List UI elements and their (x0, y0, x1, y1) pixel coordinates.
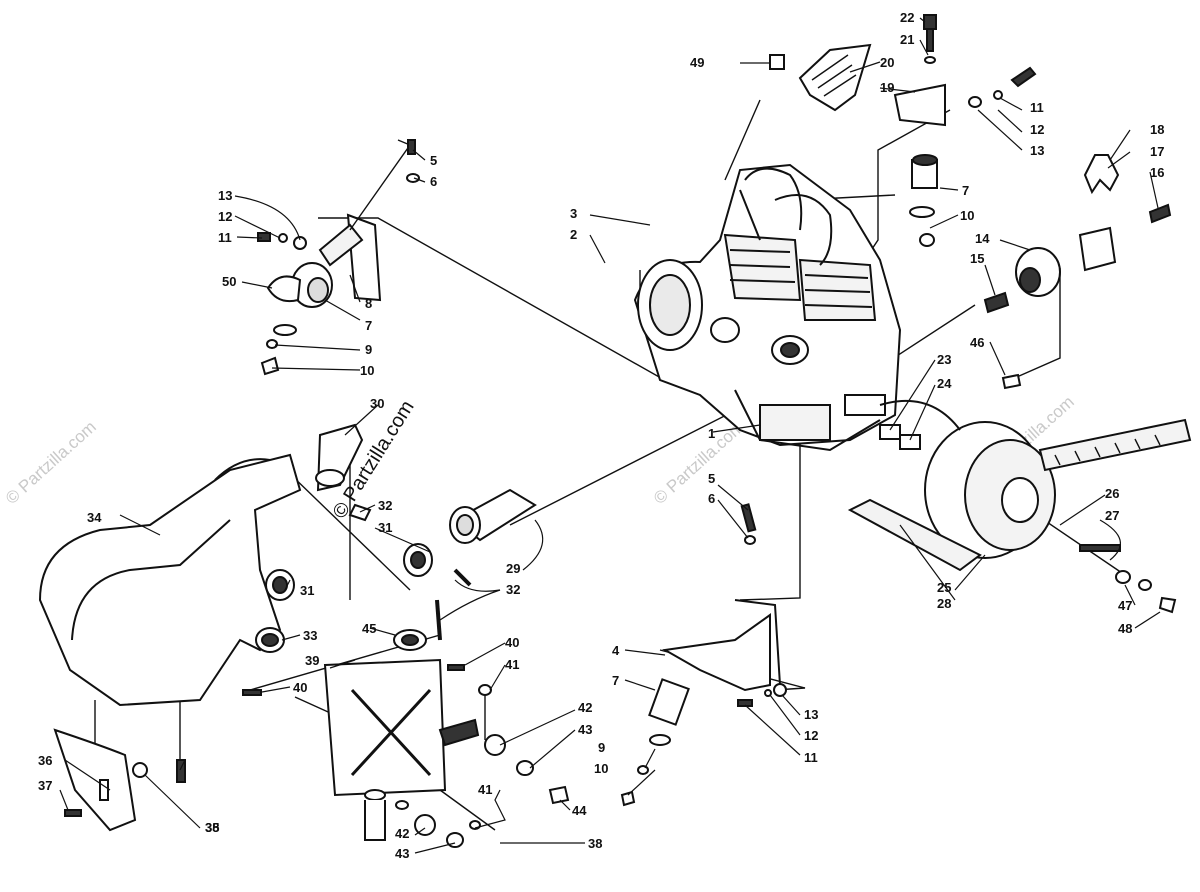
right-mount-assembly (983, 154, 1172, 390)
callout-29[interactable]: 29 (506, 561, 520, 576)
callout-labels: 1 2 3 4 5 5 6 6 7 7 7 8 9 9 10 10 10 11 … (38, 10, 1164, 861)
callout-19[interactable]: 19 (880, 80, 894, 95)
callout-16[interactable]: 16 (1150, 165, 1164, 180)
callout-7[interactable]: 7 (365, 318, 372, 333)
callout-31[interactable]: 31 (378, 520, 392, 535)
callout-23[interactable]: 23 (937, 352, 951, 367)
callout-18[interactable]: 18 (1150, 122, 1164, 137)
callout-46[interactable]: 46 (970, 335, 984, 350)
callout-38[interactable]: 38 (588, 836, 602, 851)
engine-block (633, 163, 902, 452)
callout-42[interactable]: 42 (578, 700, 592, 715)
callout-3[interactable]: 3 (570, 206, 577, 221)
callout-47[interactable]: 47 (1118, 598, 1132, 613)
callout-10[interactable]: 10 (360, 363, 374, 378)
callout-43[interactable]: 43 (578, 722, 592, 737)
callout-10[interactable]: 10 (960, 208, 974, 223)
callout-14[interactable]: 14 (975, 231, 990, 246)
callout-5[interactable]: 5 (430, 153, 437, 168)
callout-44[interactable]: 44 (572, 803, 587, 818)
exhaust-parts (265, 423, 537, 641)
expansion-chamber (38, 453, 302, 707)
callout-40[interactable]: 40 (505, 635, 519, 650)
callout-11[interactable]: 11 (1030, 100, 1044, 115)
callout-41[interactable]: 41 (478, 782, 492, 797)
callout-7[interactable]: 7 (962, 183, 969, 198)
callout-13[interactable]: 13 (1030, 143, 1044, 158)
callout-20[interactable]: 20 (880, 55, 894, 70)
callout-1[interactable]: 1 (708, 426, 715, 441)
callout-12[interactable]: 12 (1030, 122, 1044, 137)
callout-39[interactable]: 39 (305, 653, 319, 668)
callout-15[interactable]: 15 (970, 251, 984, 266)
callout-33[interactable]: 33 (303, 628, 317, 643)
callout-37[interactable]: 37 (38, 778, 52, 793)
callout-25[interactable]: 25 (937, 580, 951, 595)
callout-41[interactable]: 41 (505, 657, 519, 672)
left-mount-assembly (257, 139, 420, 376)
callout-10[interactable]: 10 (594, 761, 608, 776)
callout-13[interactable]: 13 (804, 707, 818, 722)
callout-11[interactable]: 11 (804, 750, 818, 765)
callout-2[interactable]: 2 (570, 227, 577, 242)
callout-4[interactable]: 4 (612, 643, 620, 658)
callout-48[interactable]: 48 (1118, 621, 1132, 636)
callout-22[interactable]: 22 (900, 10, 914, 25)
callout-12[interactable]: 12 (804, 728, 818, 743)
callout-8[interactable]: 8 (365, 296, 372, 311)
callout-49[interactable]: 49 (690, 55, 704, 70)
callout-42[interactable]: 42 (395, 826, 409, 841)
callout-5[interactable]: 5 (708, 471, 715, 486)
callout-17[interactable]: 17 (1150, 144, 1164, 159)
callout-35[interactable]: 35 (205, 820, 219, 835)
callout-28[interactable]: 28 (937, 596, 951, 611)
callout-11[interactable]: 11 (218, 230, 232, 245)
callout-9[interactable]: 9 (598, 740, 605, 755)
callout-36[interactable]: 36 (38, 753, 52, 768)
watermark-group: © Partzilla.com © Partzilla.com © Partzi… (2, 392, 1078, 522)
heat-shield (53, 728, 148, 832)
callout-30[interactable]: 30 (370, 396, 384, 411)
callout-12[interactable]: 12 (218, 209, 232, 224)
callout-13[interactable]: 13 (218, 188, 232, 203)
callout-9[interactable]: 9 (365, 342, 372, 357)
callout-43[interactable]: 43 (395, 846, 409, 861)
silencer (176, 629, 570, 848)
parts (38, 14, 1192, 848)
watermark-text: © Partzilla.com (650, 417, 748, 508)
callout-38[interactable]: 38 (205, 820, 219, 835)
callout-24[interactable]: 24 (937, 376, 952, 391)
callout-26[interactable]: 26 (1105, 486, 1119, 501)
callout-32[interactable]: 32 (506, 582, 520, 597)
top-mount-assembly (769, 14, 1037, 247)
callout-31[interactable]: 31 (300, 583, 314, 598)
callout-21[interactable]: 21 (900, 32, 914, 47)
callout-50[interactable]: 50 (222, 274, 236, 289)
clutch-assembly (847, 399, 1192, 614)
callout-7[interactable]: 7 (612, 673, 619, 688)
callout-6[interactable]: 6 (708, 491, 715, 506)
watermark-text: © Partzilla.com (2, 417, 100, 508)
callout-6[interactable]: 6 (430, 174, 437, 189)
callout-34[interactable]: 34 (87, 510, 102, 525)
callout-45[interactable]: 45 (362, 621, 376, 636)
callout-leaders (59, 17, 1161, 854)
callout-40[interactable]: 40 (293, 680, 307, 695)
callout-27[interactable]: 27 (1105, 508, 1119, 523)
front-mount-assembly (620, 503, 787, 807)
callout-32[interactable]: 32 (378, 498, 392, 513)
